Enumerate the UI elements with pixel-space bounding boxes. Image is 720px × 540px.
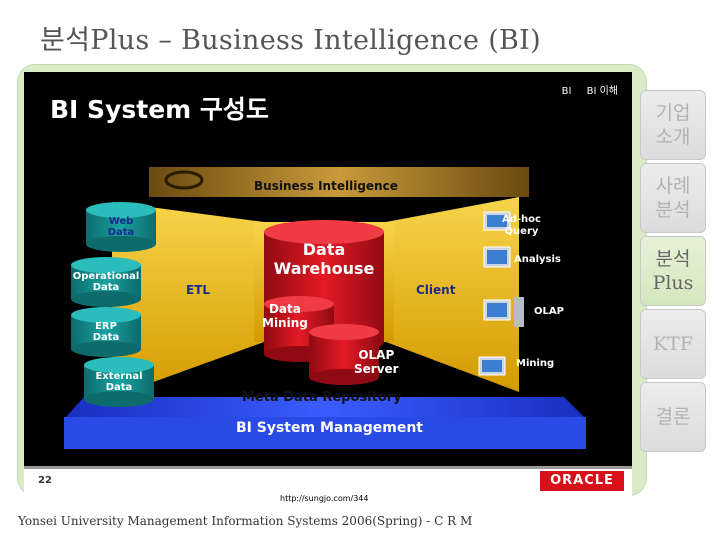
credit-text: Yonsei University Management Information… (18, 514, 473, 528)
source-web-data: Web Data (86, 202, 156, 252)
etl-label: ETL (186, 283, 211, 297)
page-title: 분석Plus – Business Intelligence (BI) (40, 25, 541, 56)
mgmt-label: BI System Management (236, 420, 423, 436)
meta-label: Meta Data Repository (242, 390, 402, 405)
source-external-data: External Data (84, 357, 154, 407)
bi-diagram (64, 167, 586, 449)
client-olap-label: OLAP (534, 306, 564, 317)
client-funnel (386, 197, 519, 392)
nav-ktf[interactable]: KTF (640, 309, 706, 379)
client-label: Client (416, 283, 456, 297)
crumb-bi-understanding: BI 이해 (586, 86, 618, 97)
page-number: 22 (38, 475, 52, 486)
breadcrumb: BI BI 이해 (550, 82, 618, 97)
source-erp-data: ERP Data (71, 307, 141, 357)
slide: BI System 구성도 BI BI 이해 (24, 72, 632, 495)
client-adhoc-label: Ad-hoc Query (502, 214, 541, 237)
slide-title: BI System 구성도 (50, 95, 269, 124)
nav-company-intro[interactable]: 기업 소개 (640, 90, 706, 160)
meta-band (66, 397, 584, 417)
olap-server-label: OLAP Server (354, 348, 399, 376)
source-url[interactable]: http://sungjo.com/344 (280, 494, 369, 503)
source-operational-data: Operational Data (71, 257, 141, 307)
client-mining-label: Mining (516, 358, 555, 369)
monitor-icon (483, 246, 511, 268)
client-analysis-label: Analysis (514, 254, 561, 265)
etl-funnel (112, 202, 264, 397)
nav-case-analysis[interactable]: 사례 분석 (640, 163, 706, 233)
bi-label: Business Intelligence (254, 179, 398, 193)
tower-icon (483, 297, 524, 327)
warehouse-top (264, 220, 384, 244)
bi-logo-icon (164, 170, 204, 190)
mining-label: Data Mining (262, 302, 308, 330)
slide-footer: 22 ORACLE (24, 466, 632, 496)
laptop-mining-icon (478, 356, 506, 376)
mgmt-band (64, 417, 586, 449)
warehouse-label: Data Warehouse (273, 240, 375, 278)
bi-shelf (149, 167, 529, 197)
crumb-bi: BI (561, 86, 572, 97)
laptop-icon (483, 211, 511, 231)
oracle-logo: ORACLE (540, 471, 624, 491)
nav-conclusion[interactable]: 결론 (640, 382, 706, 452)
nav-analysis-plus[interactable]: 분석 Plus (640, 236, 706, 306)
